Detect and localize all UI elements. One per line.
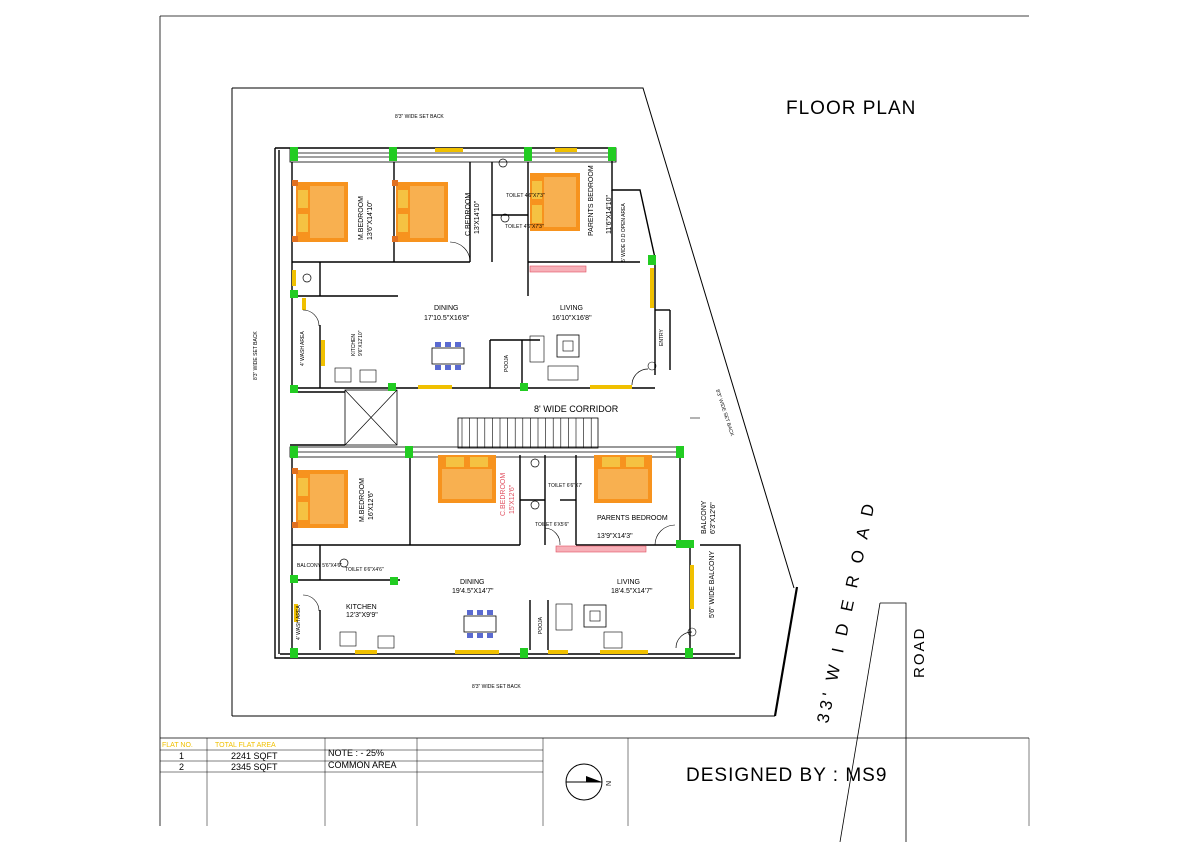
label-entry-1: ENTRY: [659, 328, 665, 346]
size-living-1: 16'10"X16'8": [552, 315, 592, 322]
staircase: [457, 417, 599, 449]
size-p-bedroom-2: 13'9"X14'3": [597, 533, 633, 540]
size-c-bedroom-1: 13'X14'10": [474, 200, 481, 234]
toilet-fixtures: [302, 158, 540, 568]
size-dining-2: 19'4.5"X14'7": [452, 588, 494, 595]
bed-flat1-parents: [530, 173, 580, 231]
opening-markers: [290, 147, 694, 658]
label-toilet-1b: TOILET 4'6"X7'3": [505, 224, 544, 230]
plot-boundary: [231, 87, 799, 717]
svg-text:N: N: [606, 781, 613, 786]
size-living-2: 18'4.5"X14'7": [611, 588, 653, 595]
table-header-flat: FLAT NO.: [162, 742, 193, 749]
setback-left: 8'3" WIDE SET BACK: [253, 331, 259, 380]
window-markers: [292, 148, 694, 654]
label-c-bedroom-1: C.BEDROOM: [465, 193, 472, 236]
size-dining-1: 17'10.5"X16'8": [424, 315, 470, 322]
room-labels-flat1: M.BEDROOM 13'6"X14'10" C.BEDROOM 13'X14'…: [300, 165, 665, 414]
bed-flat1-child: [392, 180, 448, 242]
label-p-bedroom-1: PARENTS BEDROOM: [588, 165, 595, 236]
bed-flat1-master: [292, 180, 348, 242]
label-c-bedroom-2: C.BEDROOM: [500, 473, 507, 516]
setback-bottom: 8'3" WIDE SET BACK: [472, 684, 521, 690]
label-p-bedroom-2: PARENTS BEDROOM: [597, 515, 668, 522]
label-balcony-small-2: BALCONY 5'6"X4'6": [297, 563, 342, 569]
label-toilet-1a: TOILET 4'6"X7'3": [506, 193, 545, 199]
label-kitchen-2: KITCHEN: [346, 604, 377, 611]
road-label: 33' W I D E R O A D: [813, 498, 879, 725]
dining-table-flat1: [431, 342, 465, 370]
label-dining-2: DINING: [460, 579, 485, 586]
kitchen-fixtures: [334, 367, 395, 649]
label-toilet-2b: TOILET 6'X5'6": [535, 522, 569, 528]
size-c-bedroom-2: 15'X12'6": [509, 484, 516, 514]
title-block: [160, 737, 1030, 826]
label-balcony-2: BALCONY: [701, 500, 708, 534]
setback-right: 8'3" WIDE SET BACK: [714, 389, 735, 438]
table-common: COMMON AREA: [328, 760, 397, 770]
designer-label: DESIGNED BY : MS9: [686, 765, 887, 786]
size-m-bedroom-1: 13'6"X14'10": [367, 200, 374, 240]
label-living-1: LIVING: [560, 305, 583, 312]
room-labels-flat2: M.BEDROOM 16'X12'6" C.BEDROOM 15'X12'6" …: [296, 473, 717, 640]
label-pooja-1: POOJA: [504, 354, 510, 372]
table-row1-flat: 1: [179, 751, 184, 761]
label-wash-1: 4' WASH AREA: [300, 331, 306, 366]
label-corridor: 8' WIDE CORRIDOR: [534, 404, 619, 414]
label-toilet-2c: TOILET 6'6"X4'6": [345, 567, 384, 573]
bed-flat2-child: [438, 455, 496, 503]
label-dining-1: DINING: [434, 305, 459, 312]
size-kitchen-1: 9'6"X12'10": [358, 330, 364, 356]
label-wide-balcony-2: 5'6" WIDE BALCONY: [709, 550, 716, 618]
bed-flat2-master: [292, 468, 348, 528]
table-row2-flat: 2: [179, 762, 184, 772]
door-swings: [302, 241, 697, 649]
living-furniture: [529, 265, 647, 649]
label-living-2: LIVING: [617, 579, 640, 586]
table-row1-area: 2241 SQFT: [231, 751, 278, 761]
size-p-bedroom-1: 11'6"X14'10": [606, 194, 613, 234]
table-header-area: TOTAL FLAT AREA: [215, 742, 276, 749]
north-arrow-icon: N: [565, 763, 613, 801]
dining-tables: [431, 342, 497, 638]
label-wash-2: 4' WASH AREA: [296, 605, 302, 640]
table-row2-area: 2345 SQFT: [231, 762, 278, 772]
road-label-2: ROAD: [911, 627, 928, 678]
label-open-area-1: 5' WIDE O.D OPEN AREA: [621, 203, 627, 262]
beds: [292, 173, 652, 528]
setback-top: 8'3" WIDE SET BACK: [395, 114, 444, 120]
size-kitchen-2: 12'3"X9'9": [346, 612, 378, 619]
bed-flat2-parents: [594, 455, 652, 503]
label-toilet-2a: TOILET 6'6"X7': [548, 483, 582, 489]
table-note: NOTE : - 25%: [328, 748, 384, 758]
drawing-title: FLOOR PLAN: [786, 98, 916, 119]
sheet-border: [159, 15, 1029, 826]
label-m-bedroom-1: M.BEDROOM: [358, 196, 365, 240]
label-m-bedroom-2: M.BEDROOM: [359, 478, 366, 522]
label-pooja-2: POOJA: [538, 616, 544, 634]
size-m-bedroom-2: 16'X12'6": [368, 490, 375, 520]
road-edge: [839, 602, 907, 842]
size-balcony-2: 6'3"X12'6": [710, 502, 717, 534]
dining-table-flat2: [463, 610, 497, 638]
label-kitchen-1: KITCHEN: [351, 334, 357, 356]
